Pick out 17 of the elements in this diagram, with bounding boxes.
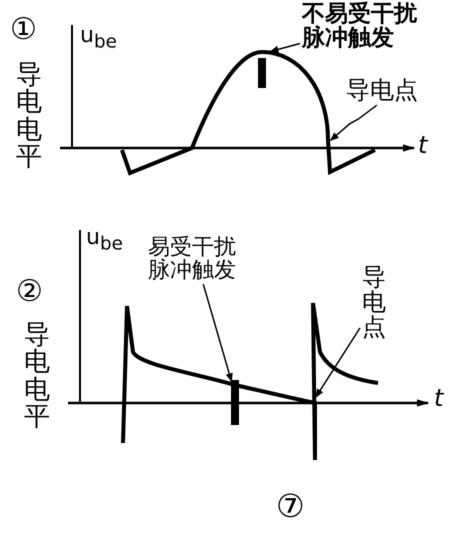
axis-label: t [418,133,428,158]
callout-text: 易受干扰脉冲触发 [148,236,244,282]
axis-label: 导电电平 [24,322,51,432]
circled-number: ② [16,276,43,308]
callout-text: 导电点 [362,265,390,341]
callout-text: 导电点 [346,78,446,104]
circled-number: ① [10,14,37,46]
leader-line [202,284,233,382]
axis-label: t [434,386,444,412]
axis-label: u$_{be}$ [86,226,123,254]
leader-line [269,42,300,53]
figure-number: ⑦ [276,490,305,524]
axis-label: 导电电平 [16,62,43,172]
leader-line [315,328,361,398]
callout-text: 不易受干扰脉冲触发 [302,2,426,50]
leader-line [330,104,378,141]
axis-label: u$_{be}$ [80,24,117,52]
